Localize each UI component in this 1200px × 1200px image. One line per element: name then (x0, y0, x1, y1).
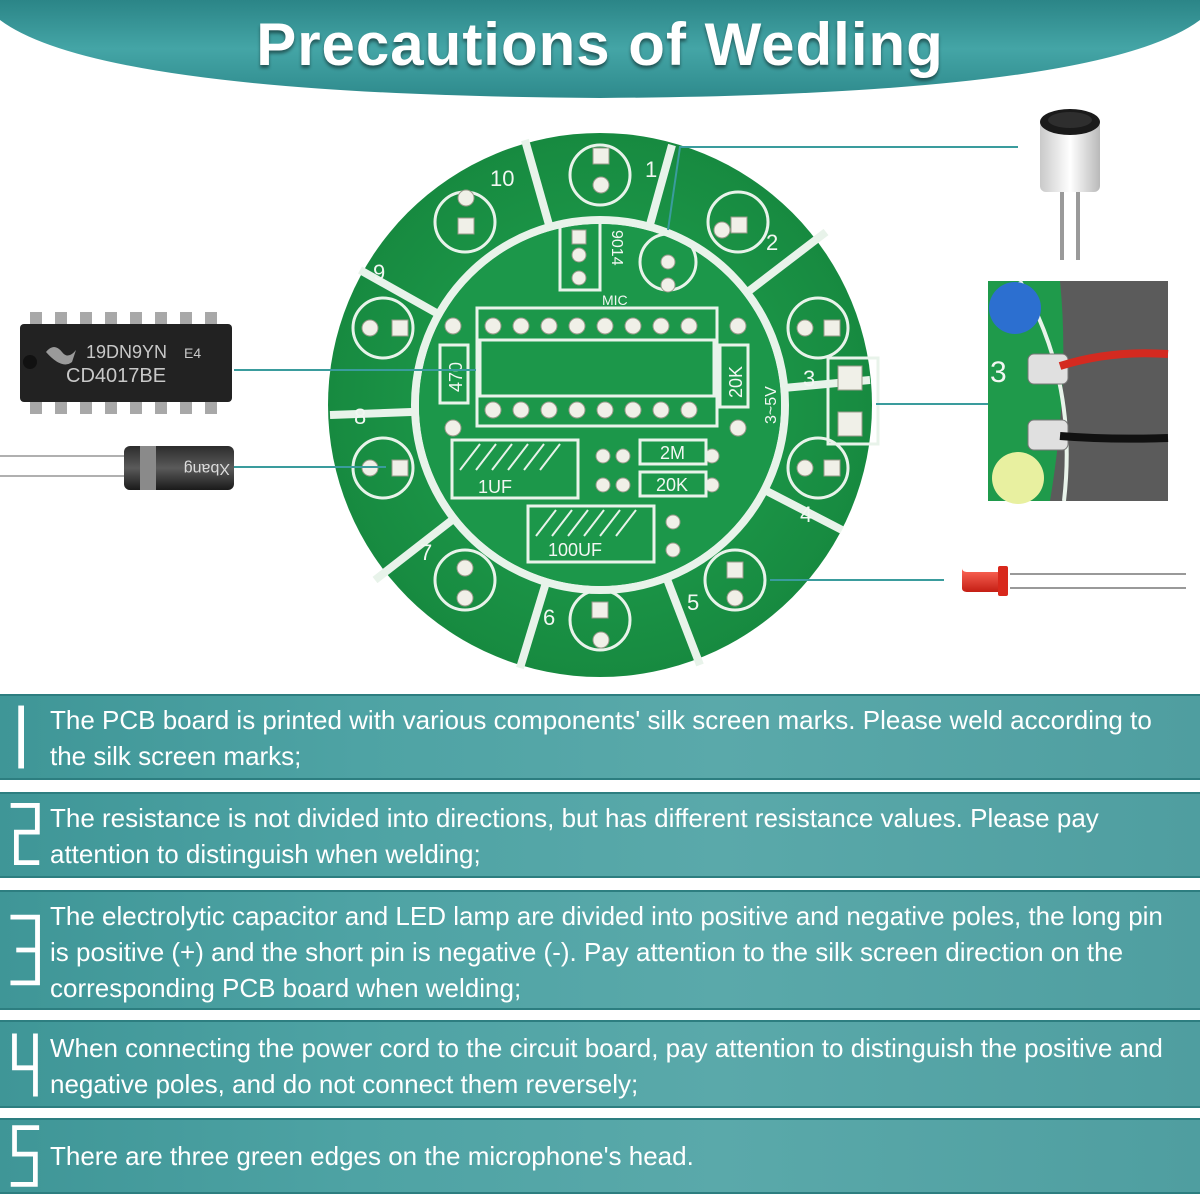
step-3: The electrolytic capacitor and LED lamp … (0, 890, 1200, 1010)
product-illustration: 1 2 3 4 5 6 7 8 9 10 (0, 109, 1186, 677)
label-r20k-vertical: 20K (726, 366, 746, 398)
step-1: The PCB board is printed with various co… (0, 694, 1200, 780)
label-r2m: 2M (660, 443, 685, 463)
led-image (962, 566, 1186, 596)
step-5-number (10, 1125, 40, 1187)
inset-number: 3 (990, 356, 1007, 389)
step-2: The resistance is not divided into direc… (0, 792, 1200, 878)
label-c1uf: 1UF (478, 477, 512, 497)
step-5-text: There are three green edges on the micro… (50, 1141, 694, 1171)
label-r470: 470 (446, 362, 466, 392)
step-1-number (18, 705, 24, 769)
segment-number-10: 10 (490, 166, 514, 191)
label-r20k: 20K (656, 475, 688, 495)
step-2-number (10, 803, 40, 866)
segment-number-1: 1 (645, 157, 657, 182)
step-2-text: The resistance is not divided into direc… (50, 803, 1099, 869)
power-wire-inset: 3 (988, 279, 1169, 504)
step-5: There are three green edges on the micro… (0, 1118, 1200, 1194)
pointer-lines (234, 146, 1018, 581)
label-mic: MIC (602, 292, 628, 308)
step-3-number (10, 914, 40, 986)
segment-number-8: 8 (354, 404, 366, 429)
segment-number-3: 3 (803, 366, 815, 391)
step-4: When connecting the power cord to the ci… (0, 1020, 1200, 1108)
electrolytic-capacitor-image: Xbang (0, 446, 234, 490)
microphone-image (1040, 109, 1100, 260)
capacitor-brand: Xbang (184, 460, 230, 477)
page-title: Precautions of Wedling (256, 11, 944, 78)
title-banner (0, 0, 1200, 98)
ic-line2: CD4017BE (66, 365, 166, 387)
segment-number-5: 5 (687, 590, 699, 615)
step-3-text: The electrolytic capacitor and LED lamp … (50, 901, 1163, 1003)
ic-line1: 19DN9YN (86, 342, 167, 362)
ic-chip-image: 19DN9YN E4 CD4017BE (20, 312, 232, 414)
step-4-text: When connecting the power cord to the ci… (50, 1033, 1163, 1099)
segment-number-4: 4 (800, 502, 812, 527)
pcb-board: 1 2 3 4 5 6 7 8 9 10 (328, 133, 880, 677)
segment-number-6: 6 (543, 605, 555, 630)
label-transistor: 9014 (608, 230, 625, 266)
step-1-text: The PCB board is printed with various co… (50, 705, 1152, 771)
label-voltage: 3~5V (763, 386, 780, 424)
segment-number-2: 2 (766, 230, 778, 255)
segment-number-9: 9 (373, 260, 385, 285)
label-c100uf: 100UF (548, 540, 602, 560)
step-4-number (12, 1033, 38, 1097)
ic-footprint (444, 306, 747, 558)
segment-number-7: 7 (420, 540, 432, 565)
ic-tag: E4 (184, 345, 201, 361)
